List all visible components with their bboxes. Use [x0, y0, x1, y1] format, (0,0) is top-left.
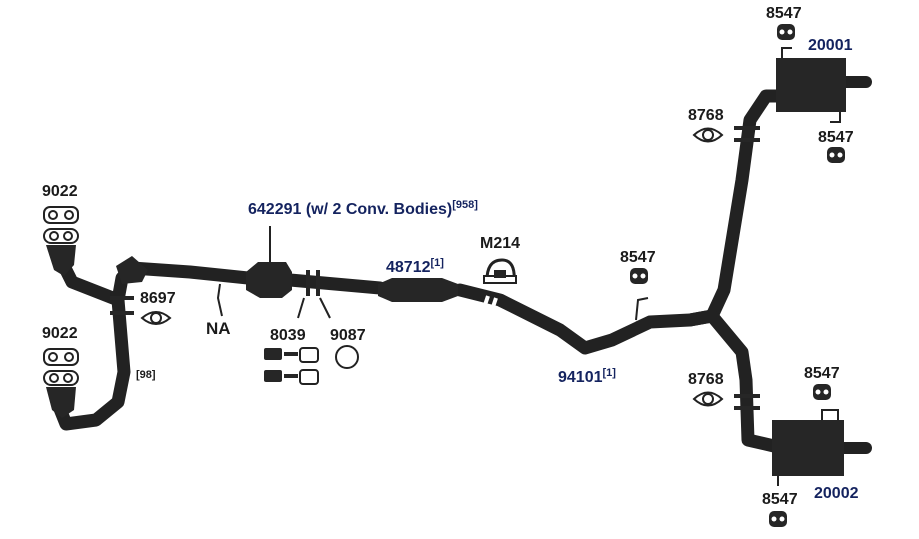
manifold-gasket-lower-part [43, 348, 79, 418]
gasket-port-icon [63, 373, 73, 383]
pipe-assembly [51, 76, 872, 454]
gasket-port-icon [49, 373, 59, 383]
resonator-label: 48712[1] [386, 257, 444, 276]
hanger-bottom-b-label: 8547 [762, 491, 798, 508]
manifold-gasket-upper-part [43, 206, 79, 276]
rubber-hanger-bottom-b-icon [769, 511, 787, 527]
mid-pipe-label: 94101[1] [558, 367, 616, 386]
ring-label: 9087 [330, 327, 366, 344]
rear-flange-upper [734, 126, 760, 142]
manifold-gasket-upper-label: 9022 [42, 183, 78, 200]
flange-gasket-lower-rear-icon [692, 391, 724, 407]
rubber-hanger-bottom-a-icon [813, 384, 831, 400]
mid-pipe-upper [453, 89, 799, 355]
hanger-top-a-label: 8547 [766, 5, 802, 22]
clamp-label: M214 [480, 235, 520, 252]
hanger-mid-rod [635, 297, 649, 321]
labels: 642291 (w/ 2 Conv. Bodies)[958] 48712[1]… [42, 5, 859, 508]
clamp-icon [483, 258, 517, 284]
flange-gasket-upper-rear-icon [692, 127, 724, 143]
muffler-bottom [772, 409, 844, 486]
hanger-na-label: NA [206, 319, 231, 338]
converter-outlet-pipe [283, 273, 387, 295]
flange-note: [98] [136, 369, 156, 381]
bolts-label: 8039 [270, 327, 306, 344]
converter-superscript: [958] [452, 199, 478, 211]
front-y-pipe [51, 255, 131, 431]
rear-flange-lower [734, 394, 760, 410]
manifold-gasket-lower-label: 9022 [42, 325, 78, 342]
gasket-port-icon [48, 352, 58, 362]
pipe-break-mark [482, 295, 498, 311]
mid-pipe-lower [683, 309, 781, 453]
muffler-bottom-label: 20002 [814, 485, 859, 502]
flange-gasket-front-label: 8697 [140, 290, 176, 307]
hanger-mid-label: 8547 [620, 249, 656, 266]
flange-gasket-upper-rear-label: 8768 [688, 107, 724, 124]
bolts-leader-line [297, 297, 305, 319]
gasket-port-icon [48, 210, 58, 220]
flange-gasket-front-icon [140, 311, 172, 325]
rubber-hanger-top-b-icon [827, 147, 845, 163]
front-flange [110, 256, 148, 315]
rubber-hanger-mid-icon [630, 268, 648, 284]
flange-gasket-lower-rear-label: 8768 [688, 371, 724, 388]
muffler-top-label: 20001 [808, 37, 853, 54]
converter-label: 642291 (w/ 2 Conv. Bodies)[958] [248, 199, 478, 218]
gasket-port-icon [64, 352, 74, 362]
gasket-port-icon [63, 231, 73, 241]
resonator [378, 278, 458, 302]
gasket-port-icon [49, 231, 59, 241]
front-pipe-bend [116, 256, 148, 284]
hanger-na-rod [216, 283, 223, 317]
gasket-port-icon [64, 210, 74, 220]
converter-rear-flange [297, 270, 331, 319]
mid-pipe-superscript: [1] [603, 367, 617, 379]
resonator-superscript: [1] [431, 257, 445, 269]
manifold-pipe-lower [46, 387, 76, 418]
rubber-hanger-top-a-icon [777, 24, 795, 40]
catalytic-converter [246, 226, 292, 298]
hanger-bottom-a-label: 8547 [804, 365, 840, 382]
bolts-springs-icon [264, 347, 319, 385]
hanger-top-b-label: 8547 [818, 129, 854, 146]
muffler-top [776, 47, 846, 123]
seal-ring-icon [335, 345, 359, 369]
ring-leader-line [319, 297, 331, 319]
manifold-pipe-upper [46, 245, 76, 276]
